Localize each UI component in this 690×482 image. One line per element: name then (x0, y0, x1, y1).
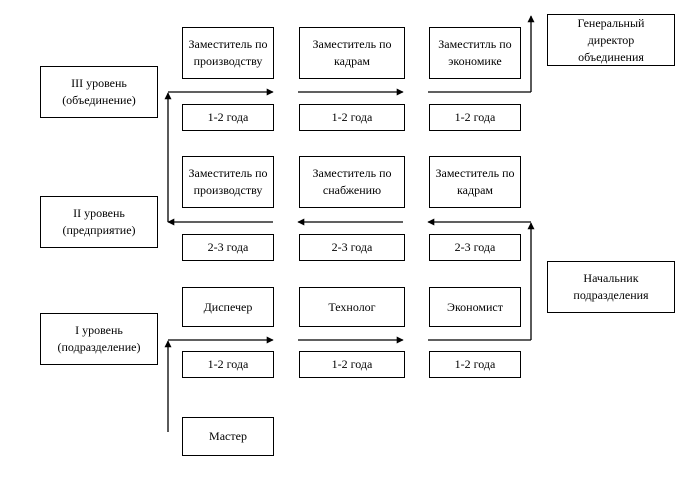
start-master-box: Мастер (182, 417, 274, 456)
row1-position-3: Экономист (429, 287, 521, 327)
row3-term-1: 1-2 года (182, 104, 274, 131)
row1-position-1: Диспечер (182, 287, 274, 327)
row3-position-1: Заместитель по производству (182, 27, 274, 79)
level3-box: III уровень (объединение) (40, 66, 158, 118)
row2-term-2: 2-3 года (299, 234, 405, 261)
level2-box: II уровень (предприятие) (40, 196, 158, 248)
target-general-director: Генеральный директор объединения (547, 14, 675, 66)
row1-term-1: 1-2 года (182, 351, 274, 378)
row3-position-2: Заместитель по кадрам (299, 27, 405, 79)
row1-term-3: 1-2 года (429, 351, 521, 378)
row2-term-1: 2-3 года (182, 234, 274, 261)
row1-term-2: 1-2 года (299, 351, 405, 378)
row2-position-3: Заместитель по кадрам (429, 156, 521, 208)
row3-position-3: Заместитль по экономике (429, 27, 521, 79)
row3-term-2: 1-2 года (299, 104, 405, 131)
row1-position-2: Технолог (299, 287, 405, 327)
row3-term-3: 1-2 года (429, 104, 521, 131)
row2-position-1: Заместитель по производству (182, 156, 274, 208)
level1-box: I уровень (подразделение) (40, 313, 158, 365)
target-unit-head: Начальник подразделения (547, 261, 675, 313)
row2-term-3: 2-3 года (429, 234, 521, 261)
row2-position-2: Заместитель по снабжению (299, 156, 405, 208)
